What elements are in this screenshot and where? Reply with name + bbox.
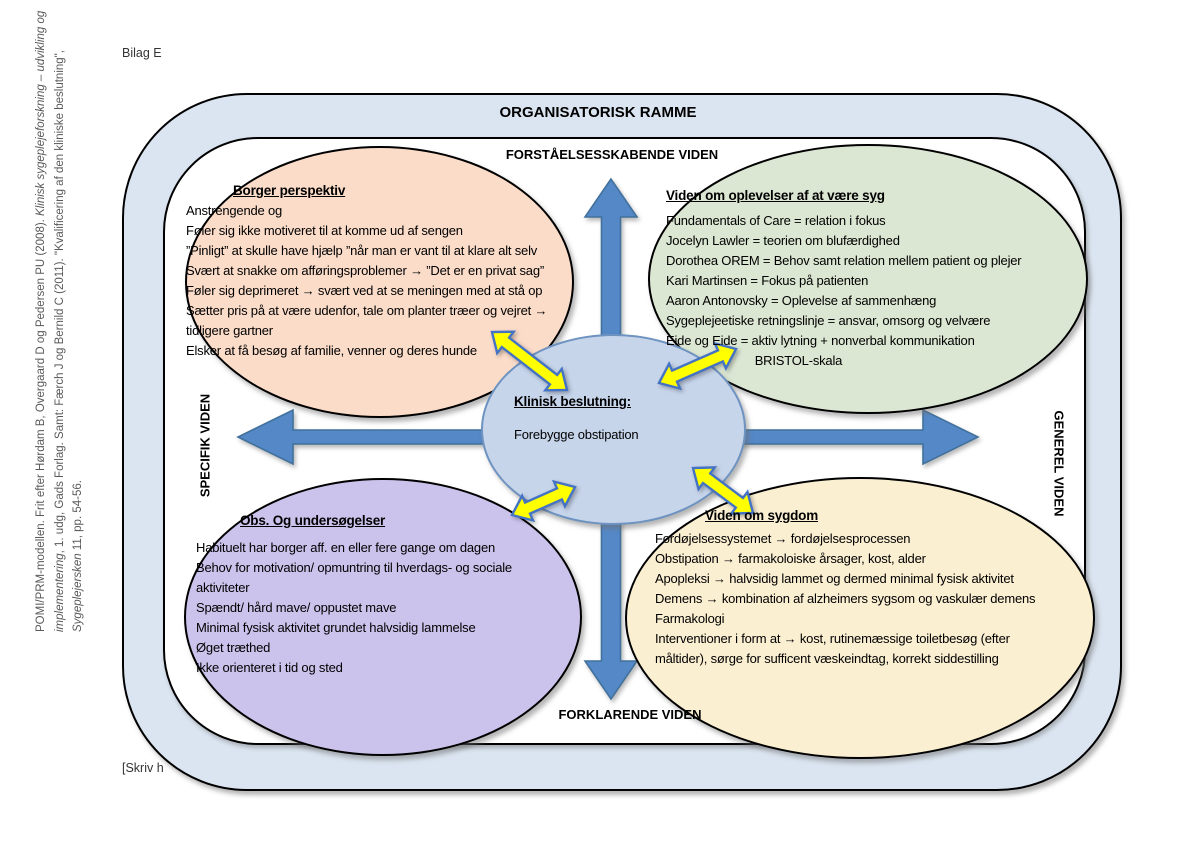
text-line: Spændt/ hård mave/ oppustet mave (196, 600, 397, 615)
text-line: Interventioner i form at → kost, rutinem… (655, 631, 1010, 646)
page-heading: Bilag E (122, 46, 162, 60)
text-line: Kari Martinsen = Fokus på patienten (666, 273, 869, 288)
text-line: Minimal fysisk aktivitet grundet halvsid… (196, 620, 476, 635)
obs-og-undersoegelser-text: Obs. Og undersøgelser Habituelt har borg… (196, 511, 596, 678)
borger-perspektiv-lines: Anstrengende og Føler sig ikke motiveret … (186, 201, 616, 361)
text-line: Farmakologi (655, 611, 725, 626)
text-line: Habituelt har borger aff. en eller fere … (196, 540, 495, 555)
klinisk-beslutning-text: Klinisk beslutning: Forebygge obstipatio… (514, 392, 714, 445)
citation-line: POMI/PRM-modellen. Frit efter Hørdam B, … (35, 10, 47, 632)
text-line: Behov for motivation/ opmuntring til hve… (196, 560, 512, 575)
borger-perspektiv-title: Borger perspektiv (233, 183, 346, 198)
text-line: Føler sig ikke motiveret til at komme ud… (186, 223, 463, 238)
axis-label-right: GENEREL VIDEN (1051, 410, 1067, 517)
ellipse-viden-om-sygdom (625, 477, 1095, 759)
text-line: Dorothea OREM = Behov samt relation mell… (666, 253, 1022, 268)
viden-om-sygdom-lines: Fordøjelsessystemet → fordøjelsesprocess… (655, 529, 1103, 669)
axis-label-top: FORSTÅELSESSKABENDE VIDEN (505, 147, 719, 162)
citation-sidebar: POMI/PRM-modellen. Frit efter Hørdam B, … (32, 10, 88, 632)
text-line: BRISTOL-skala (666, 353, 843, 368)
frame-title: ORGANISATORISK RAMME (499, 104, 697, 121)
text-line: Aaron Antonovsky = Oplevelse af sammenhæ… (666, 293, 937, 308)
klinisk-beslutning-title: Klinisk beslutning: (514, 394, 631, 409)
text-line: ”Pinligt” at skulle have hjælp ”når man … (186, 243, 538, 258)
citation-line: implementering, 1. udg, Gads Forlag. Sam… (53, 50, 66, 632)
footer-placeholder-text: [Skriv h (122, 761, 164, 775)
viden-om-oplevelser-title: Viden om oplevelser af at være syg (666, 188, 885, 203)
text-line: tidligere gartner (186, 323, 273, 338)
text-line: Obstipation → farmakoloiske årsager, kos… (655, 551, 926, 566)
text-line: Fundamentals of Care = relation i fokus (666, 213, 886, 228)
axis-label-bottom: FORKLARENDE VIDEN (558, 707, 702, 722)
klinisk-beslutning-body: Forebygge obstipation (514, 427, 639, 442)
citation-line: Sygeplejersken 11, pp. 54-56. (72, 480, 84, 632)
text-line: Fordøjelsessystemet → fordøjelsesprocess… (655, 531, 911, 546)
viden-om-oplevelser-text: Viden om oplevelser af at være syg Funda… (666, 186, 1090, 371)
ellipse-obs-og-undersoegelser (184, 478, 582, 756)
text-line: Svært at snakke om afføringsproblemer → … (186, 263, 544, 278)
text-line: Eide og Eide = aktiv lytning + nonverbal… (666, 333, 975, 348)
text-line: Føler sig deprimeret → svært ved at se m… (186, 283, 543, 298)
text-line: aktiviteter (196, 580, 250, 595)
text-line: Apopleksi → halvsidig lammet og dermed m… (655, 571, 1014, 586)
text-line: måltider), sørge for sufficent væskeindt… (655, 651, 999, 666)
text-line: Elsker at få besøg af familie, venner og… (186, 343, 477, 358)
text-line: Sætter pris på at være udenfor, tale om … (186, 303, 548, 318)
borger-perspektiv-text: Borger perspektiv Anstrengende og Føler s… (186, 181, 616, 361)
obs-og-undersoegelser-lines: Habituelt har borger aff. en eller fere … (196, 538, 596, 678)
text-line: Jocelyn Lawler = teorien om blufærdighed (666, 233, 900, 248)
text-line: Anstrengende og (186, 203, 283, 218)
axis-label-left: SPECIFIK VIDEN (197, 393, 213, 498)
obs-og-undersoegelser-title: Obs. Og undersøgelser (240, 513, 386, 528)
text-line: Sygeplejeetiske retningslinje = ansvar, … (666, 313, 991, 328)
text-line: Demens → kombination af alzheimers sygso… (655, 591, 1036, 606)
text-line: Øget træthed (196, 640, 271, 655)
text-line: Ikke orienteret i tid og sted (196, 660, 343, 675)
viden-om-sygdom-title: Viden om sygdom (705, 508, 819, 523)
viden-om-sygdom-text: Viden om sygdom Fordøjelsessystemet → fo… (655, 506, 1103, 669)
